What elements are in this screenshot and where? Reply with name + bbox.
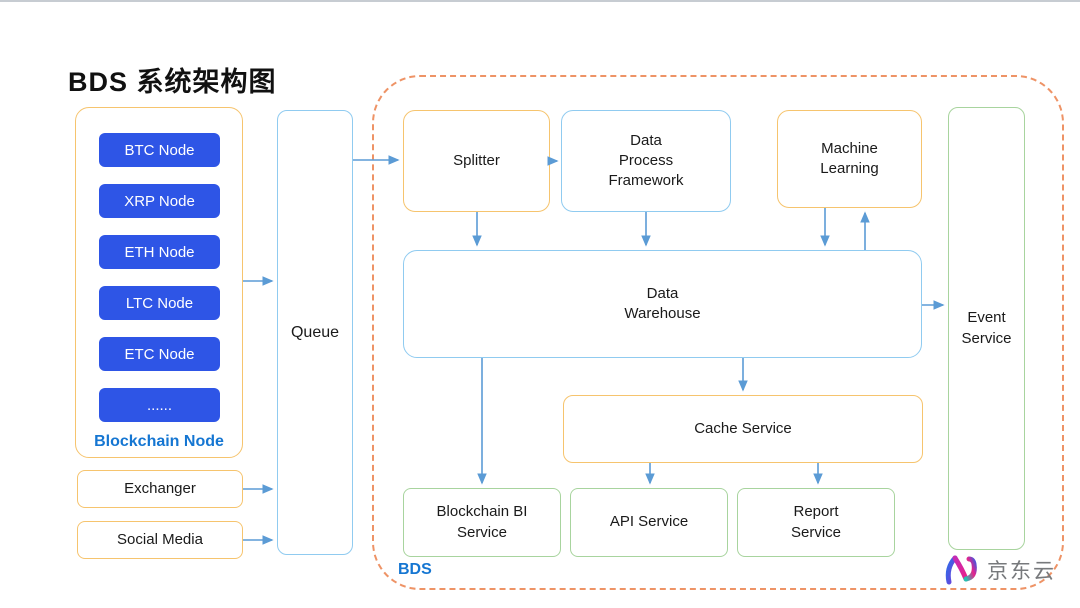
xrp-node: XRP Node (99, 184, 220, 218)
social-media-box: Social Media (77, 521, 243, 559)
data-warehouse-box: Data Warehouse (403, 250, 922, 358)
splitter-box: Splitter (403, 110, 550, 212)
report-service-box: Report Service (737, 488, 895, 557)
jdcloud-logo-icon (945, 555, 977, 585)
jdcloud-logo-text: 京东云 (987, 559, 1056, 583)
data-process-framework-box: Data Process Framework (561, 110, 731, 212)
page-title: BDS 系统架构图 (68, 67, 277, 97)
ltc-node: LTC Node (99, 286, 220, 320)
bds-group-border (372, 75, 1064, 590)
api-service-box: API Service (570, 488, 728, 557)
cache-service-box: Cache Service (563, 395, 923, 463)
bds-group-label: BDS (398, 561, 432, 578)
exchanger-box: Exchanger (77, 470, 243, 508)
blockchain-node-panel: BTC Node XRP Node ETH Node LTC Node ETC … (75, 107, 243, 458)
event-service-box: Event Service (948, 107, 1025, 550)
queue-box: Queue (277, 110, 353, 555)
blockchain-node-label: Blockchain Node (94, 433, 224, 450)
btc-node: BTC Node (99, 133, 220, 167)
more-nodes: ...... (99, 388, 220, 422)
window-top-edge (0, 0, 1080, 2)
machine-learning-box: Machine Learning (777, 110, 922, 208)
blockchain-bi-service-box: Blockchain BI Service (403, 488, 561, 557)
jdcloud-branding: 京东云 (943, 551, 1056, 588)
etc-node: ETC Node (99, 337, 220, 371)
eth-node: ETH Node (99, 235, 220, 269)
